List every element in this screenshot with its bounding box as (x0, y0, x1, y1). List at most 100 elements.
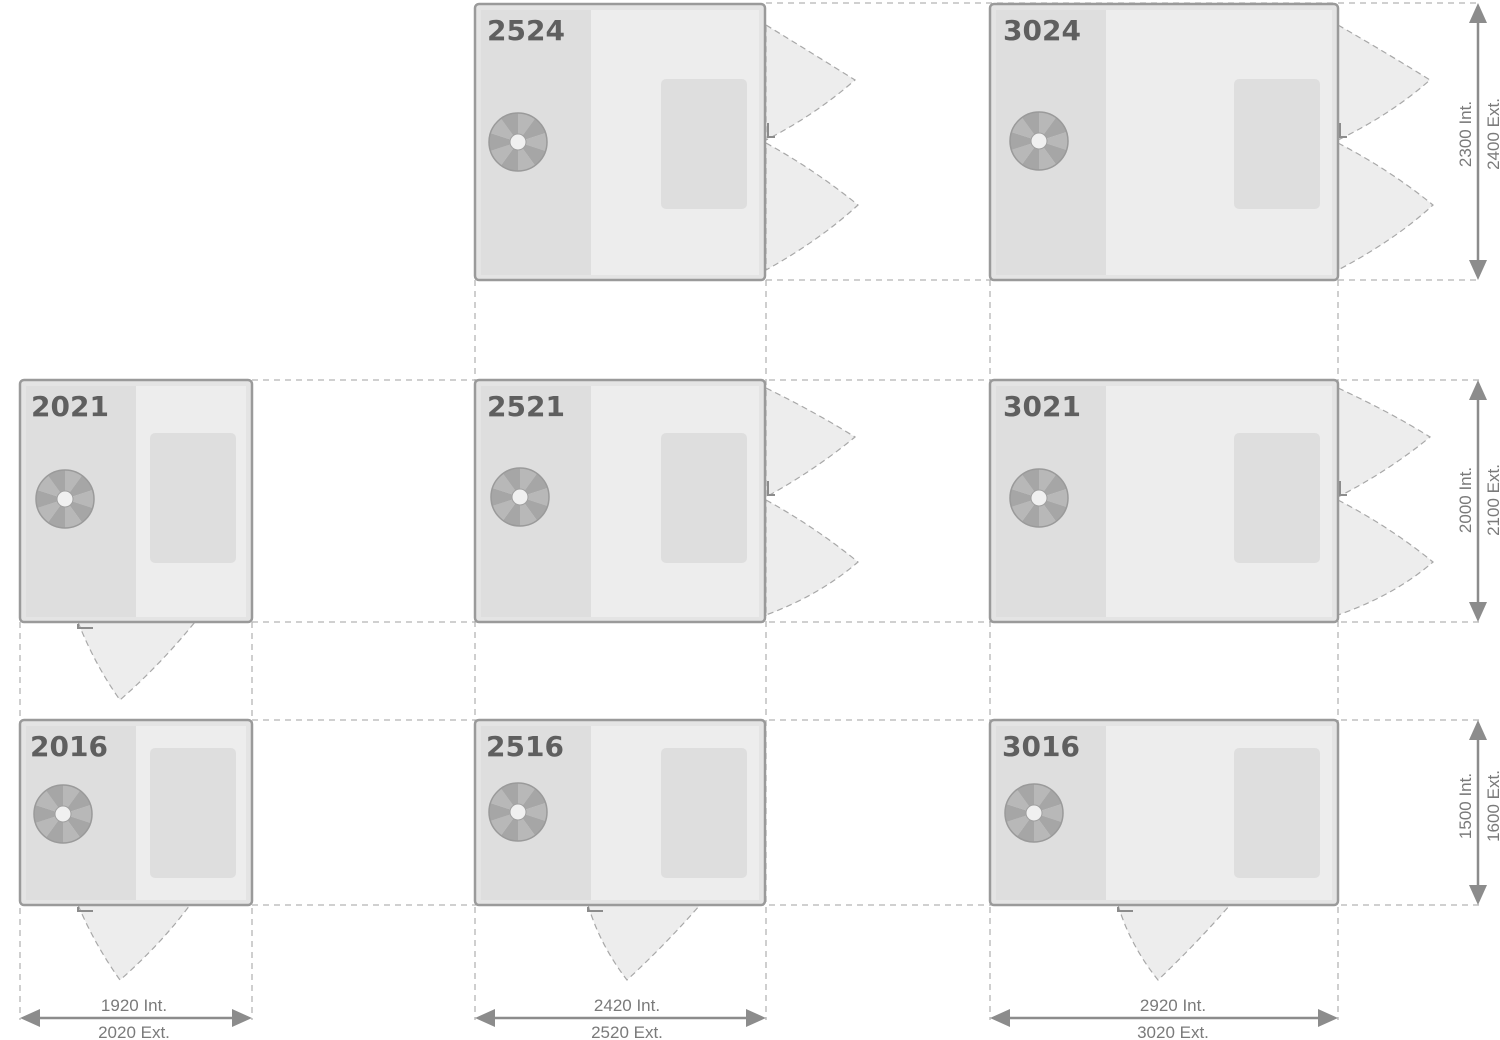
hinge-mark (1339, 481, 1347, 496)
door-swing-upper (1337, 387, 1432, 498)
arrow-right-icon (232, 1009, 252, 1027)
width-internal-label: 2920 Int. (1140, 996, 1206, 1015)
depth-internal-label: 2300 Int. (1456, 101, 1475, 167)
door-swing-lower (1337, 142, 1434, 271)
fan-ring (1004, 783, 1064, 843)
arrow-left-icon (475, 1009, 495, 1027)
fan-ring (35, 469, 95, 529)
fan-blade (65, 470, 83, 493)
fan-blade (45, 785, 63, 808)
hinge-mark (77, 907, 93, 912)
fan-blade (520, 468, 538, 491)
fan-blade (1021, 504, 1039, 527)
unit-2516: 2516 (473, 718, 767, 981)
depth-internal-label: 2000 Int. (1456, 467, 1475, 533)
arrow-down-icon (1469, 885, 1487, 905)
fan-blade (1039, 469, 1057, 492)
fan-icon (488, 112, 548, 172)
depth-dimension-3: 1500 Int. 1600 Ext. (1456, 720, 1500, 905)
arrow-left-icon (20, 1009, 40, 1027)
fan-ring (1009, 468, 1069, 528)
fan-blade (1010, 489, 1032, 507)
width-dimension-3: 2920 Int. 3020 Ext. (990, 996, 1338, 1040)
door-swing-upper (1337, 23, 1432, 141)
fan-ring (33, 784, 93, 844)
width-internal-label: 1920 Int. (101, 996, 167, 1015)
fan-blade (63, 820, 81, 843)
fan-blade (520, 503, 538, 526)
hinge-mark (77, 624, 93, 629)
table-area (661, 79, 747, 209)
fan-blade (518, 148, 536, 171)
depth-external-label: 2100 Ext. (1484, 464, 1500, 536)
unit-3024: 3024 (988, 2, 1434, 282)
door-swing (77, 621, 197, 701)
unit-3021: 3021 (988, 378, 1434, 624)
fan-icon (490, 467, 550, 527)
table-area (661, 748, 747, 878)
fan-blade (1021, 469, 1039, 492)
table-area (1234, 748, 1320, 878)
fan-blade (500, 783, 518, 806)
fan-icon (488, 782, 548, 842)
table-area (150, 748, 236, 878)
width-internal-label: 2420 Int. (594, 996, 660, 1015)
width-external-label: 2020 Ext. (98, 1023, 170, 1040)
fan-icon (1004, 783, 1064, 843)
unit-2521: 2521 (473, 378, 859, 624)
hinge-mark (1339, 123, 1347, 138)
fan-hub (1030, 489, 1048, 507)
fan-blade (518, 113, 536, 136)
unit-2524: 2524 (473, 2, 859, 282)
arrow-down-icon (1469, 602, 1487, 622)
fan-blade (1021, 112, 1039, 135)
fan-blade (47, 470, 65, 493)
fan-blade (1039, 112, 1057, 135)
fan-blade (525, 133, 547, 151)
fan-blade (500, 818, 518, 841)
door-swing (1117, 904, 1232, 981)
fan-blade (1039, 504, 1057, 527)
fan-blade (34, 805, 56, 823)
fan-blade (72, 490, 94, 508)
arrow-up-icon (1469, 720, 1487, 740)
hinge-mark (587, 907, 603, 912)
fan-blade (500, 148, 518, 171)
arrow-right-icon (1318, 1009, 1338, 1027)
fan-blade (1041, 804, 1063, 822)
fan-blade (500, 113, 518, 136)
door-swing (587, 904, 702, 981)
fan-blade (1005, 804, 1027, 822)
fan-blade (1021, 147, 1039, 170)
fan-blade (1034, 819, 1052, 842)
door-swing-lower (765, 141, 859, 272)
fan-blade (1034, 784, 1052, 807)
fan-blade (502, 468, 520, 491)
fan-ring (488, 782, 548, 842)
depth-internal-label: 1500 Int. (1456, 773, 1475, 839)
fan-hub (511, 488, 529, 506)
fan-hub (1030, 132, 1048, 150)
fan-blade (63, 785, 81, 808)
fan-blade (525, 803, 547, 821)
depth-external-label: 2400 Ext. (1484, 98, 1500, 170)
table-area (1234, 433, 1320, 563)
door-swing (77, 904, 192, 981)
fan-ring (490, 467, 550, 527)
door-swing-lower (1337, 499, 1434, 616)
door-swing-upper (765, 387, 857, 499)
fan-blade (518, 818, 536, 841)
fan-blade (47, 505, 65, 528)
arrow-left-icon (990, 1009, 1010, 1027)
unit-label: 2516 (486, 730, 564, 763)
unit-label: 3021 (1003, 390, 1081, 423)
fan-blade (1010, 132, 1032, 150)
width-external-label: 3020 Ext. (1137, 1023, 1209, 1040)
unit-2021: 2021 (18, 378, 254, 701)
width-external-label: 2520 Ext. (591, 1023, 663, 1040)
fan-blade (1016, 784, 1034, 807)
fan-icon (33, 784, 93, 844)
hinge-mark (767, 123, 775, 138)
unit-label: 3024 (1003, 14, 1081, 47)
